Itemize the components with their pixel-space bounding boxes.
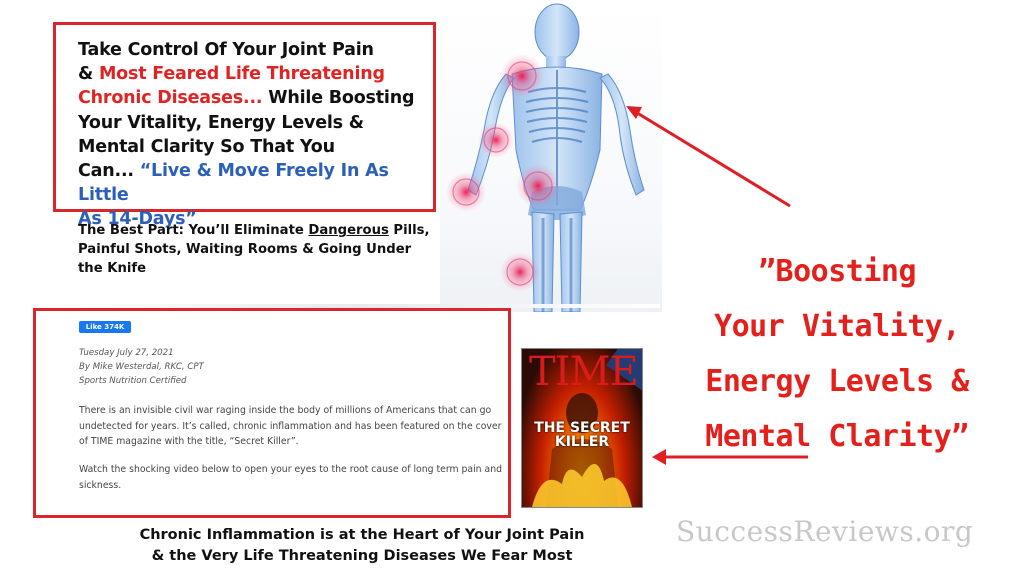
- article-date: Tuesday July 27, 2021: [79, 348, 174, 358]
- caption-line-1: Chronic Inflammation is at the Heart of …: [139, 527, 585, 543]
- headline-frame: [53, 22, 436, 212]
- arrows: [626, 106, 808, 465]
- flame-figure-image: [532, 393, 632, 507]
- quote-line-3: Energy Levels &: [705, 364, 969, 399]
- quote-line-4: Mental Clarity”: [705, 419, 969, 454]
- headline-line-3-rest: While Boosting: [262, 88, 415, 109]
- headline-line-2-prefix: &: [78, 64, 99, 85]
- headline-line-6-prefix: Can...: [78, 161, 140, 182]
- divider: [60, 304, 660, 308]
- pull-quote: ”Boosting Your Vitality, Energy Levels &…: [682, 244, 992, 464]
- headline-line-6-blue: “Live & Move Freely In As Little: [78, 161, 389, 206]
- subhead-suffix: Pills, Painful Shots, Waiting Rooms & Go…: [78, 223, 430, 276]
- article-author: By Mike Westerdal, RKC, CPT: [79, 362, 204, 372]
- headline-line-7-blue: As 14-Days”: [78, 209, 197, 230]
- watermark: SuccessReviews.org: [676, 515, 974, 548]
- headline-line-5: Mental Clarity So That You: [78, 136, 335, 157]
- subheadline: The Best Part: You’ll Eliminate Dangerou…: [78, 221, 438, 278]
- article-frame: [33, 308, 511, 518]
- subhead-underlined: Dangerous: [308, 223, 389, 238]
- magazine-title: TIME: [529, 349, 639, 395]
- arrow-head-icon: [626, 106, 642, 119]
- skeleton-body-illustration: [446, 3, 645, 313]
- cover-headline-line-2: KILLER: [554, 434, 610, 450]
- cover-headline: THE SECRET KILLER: [522, 421, 642, 449]
- headline-line-4: Your Vitality, Energy Levels &: [78, 112, 364, 133]
- arrow-to-figure: [633, 109, 791, 208]
- headline-line-2-red: Most Feared Life Threatening: [98, 64, 385, 85]
- headline-line-3-red: Chronic Diseases...: [78, 88, 263, 109]
- quote-line-2: Your Vitality,: [714, 309, 960, 344]
- facebook-like-button[interactable]: Like 374K: [79, 321, 131, 333]
- author-certification: Sports Nutrition Certified: [79, 376, 187, 386]
- subhead-prefix: The Best Part: You’ll Eliminate: [78, 223, 309, 238]
- quote-line-1: ”Boosting: [757, 254, 917, 289]
- article-paragraph-2: Watch the shocking video below to open y…: [79, 464, 503, 491]
- caption-line-2: & the Very Life Threatening Diseases We …: [151, 548, 573, 564]
- arrow-head-icon: [652, 449, 666, 465]
- time-magazine-cover: TIME THE SECRET KILLER: [521, 348, 643, 508]
- article-paragraph-1: There is an invisible civil war raging i…: [79, 405, 502, 447]
- headline: Take Control Of Your Joint Pain & Most F…: [78, 38, 438, 232]
- cover-headline-line-1: THE SECRET: [534, 420, 630, 436]
- caption: Chronic Inflammation is at the Heart of …: [92, 525, 632, 567]
- headline-line-1: Take Control Of Your Joint Pain: [78, 40, 374, 60]
- body-figure-image: [440, 0, 662, 313]
